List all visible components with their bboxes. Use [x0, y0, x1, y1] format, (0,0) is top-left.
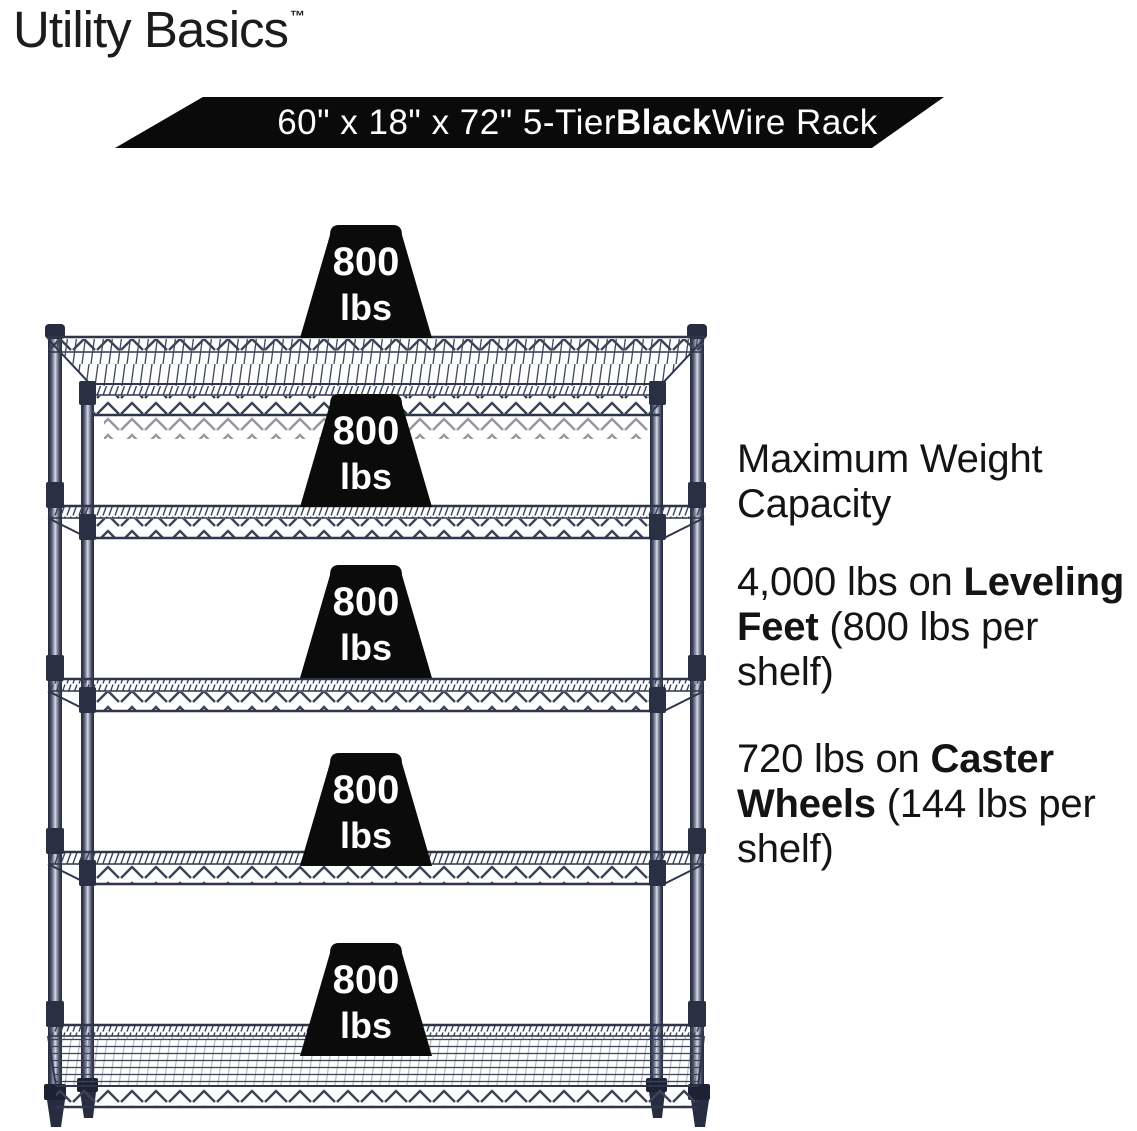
weight-unit-label: lbs: [340, 1005, 392, 1046]
weight-unit-label: lbs: [340, 456, 392, 497]
rack-posts: [45, 324, 707, 1092]
shelf-1: [47, 335, 705, 439]
weight-value-label: 800: [333, 768, 400, 812]
weight-value-label: 800: [333, 580, 400, 624]
weight-value-label: 800: [333, 409, 400, 453]
post-collars: [46, 381, 706, 1027]
shelf-3: [47, 677, 705, 713]
weight-icon-tier-2: 800 lbs: [300, 394, 432, 507]
product-title-banner: 60" x 18" x 72" 5-Tier Black Wire Rack: [115, 97, 944, 148]
weight-icon-tier-3: 800 lbs: [300, 565, 432, 678]
capacity-text-block: Maximum Weight Capacity 4,000 lbs on Lev…: [737, 437, 1137, 872]
weight-icon-tier-4: 800 lbs: [300, 753, 432, 866]
banner-dimensions-text: 60" x 18" x 72" 5-Tier: [277, 102, 616, 142]
capacity-leveling-text: 4,000 lbs on Leveling Feet (800 lbs per …: [737, 560, 1125, 694]
weight-unit-label: lbs: [340, 815, 392, 856]
capacity-heading: Maximum Weight Capacity: [737, 437, 1043, 526]
banner-product-text: Wire Rack: [711, 102, 878, 142]
weight-icon-tier-5: 800 lbs: [300, 943, 432, 1056]
weight-value-label: 800: [333, 958, 400, 1002]
shelf-2: [47, 504, 705, 540]
trademark-symbol: ™: [290, 8, 306, 25]
weight-unit-label: lbs: [340, 627, 392, 668]
capacity-caster-text: 720 lbs on Caster Wheels (144 lbs per sh…: [737, 737, 1096, 871]
weight-unit-label: lbs: [340, 287, 392, 328]
weight-value-label: 800: [333, 240, 400, 284]
banner-color-text: Black: [615, 102, 712, 142]
shelf-5: [47, 1023, 705, 1109]
brand-name: Utility Basics: [13, 1, 289, 58]
weight-icon-tier-1: 800 lbs: [300, 225, 432, 338]
